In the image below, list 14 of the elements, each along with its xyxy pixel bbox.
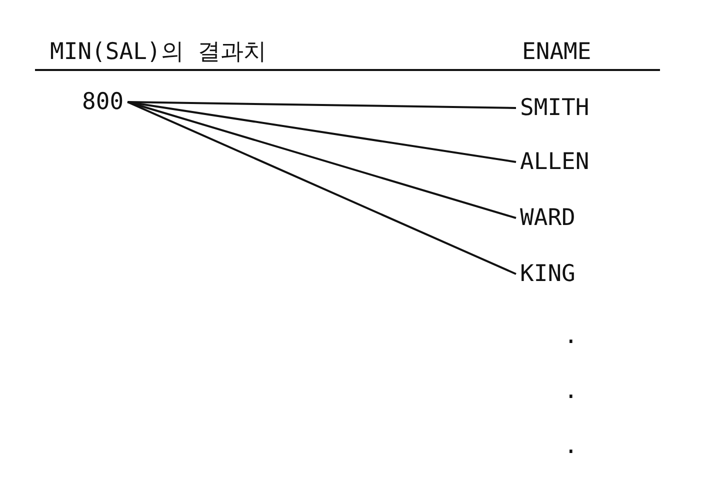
connector-line xyxy=(128,101,516,109)
name-text: WARD xyxy=(520,204,576,232)
connector-line xyxy=(127,101,516,163)
name-text: ALLEN xyxy=(520,148,590,176)
connector-line xyxy=(127,101,516,275)
ellipsis-dot: . xyxy=(564,322,578,350)
ellipsis-dot: . xyxy=(564,377,578,405)
column-heading: ENAME xyxy=(522,38,592,66)
connector-line xyxy=(127,101,516,219)
column-heading: MIN(SAL)의 결과치 xyxy=(50,38,267,66)
name-text: KING xyxy=(520,260,576,288)
ellipsis-dot: . xyxy=(564,432,578,460)
value-text: 800 xyxy=(82,88,124,116)
name-text: SMITH xyxy=(520,94,590,122)
